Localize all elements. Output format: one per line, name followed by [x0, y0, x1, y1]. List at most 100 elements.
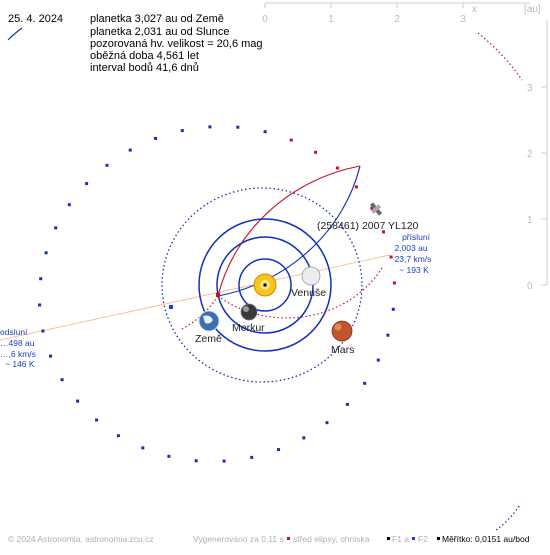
orbit-point — [382, 230, 385, 234]
orbit-point — [363, 381, 367, 385]
perihelion-label: přísluní — [402, 232, 431, 242]
orbit-point — [38, 303, 42, 307]
orbit-point — [345, 402, 349, 406]
top-tick-label: 3 — [460, 14, 466, 25]
mars-icon — [331, 320, 353, 342]
focus-f2-marker — [169, 305, 173, 309]
orbit-point — [370, 206, 374, 210]
orbit-point — [325, 421, 329, 425]
orbit-point — [389, 255, 393, 259]
legend-f1-swatch — [387, 537, 390, 540]
orbit-point — [141, 446, 145, 450]
asteroid-label: (258461) 2007 YL120 — [317, 220, 419, 232]
orbit-point — [54, 226, 58, 230]
mercury-label: Merkur — [232, 322, 265, 334]
orbit-point — [376, 358, 380, 362]
earth-clouds — [203, 315, 213, 324]
mars-orbit — [161, 187, 363, 383]
right-tick-label: 3 — [527, 83, 533, 94]
aphelion-label: odsluní — [0, 327, 28, 337]
orbit-point — [335, 166, 339, 170]
footer-legend-f1: F1 a — [392, 534, 410, 544]
venus-icon — [301, 266, 321, 286]
orbit-point — [302, 436, 306, 440]
top-axis-label: x — [472, 4, 477, 15]
sun-center-marker — [263, 283, 267, 287]
aphelion-distance: …498 au — [0, 338, 35, 348]
orbit-point — [128, 148, 132, 152]
outer-orbit-arc — [495, 504, 521, 531]
date-label: 25. 4. 2024 — [8, 13, 64, 25]
aphelion-speed: …,6 km/s — [0, 349, 36, 359]
mercury-icon — [240, 303, 258, 321]
orbit-point — [208, 125, 212, 129]
perihelion-temp: ~ 193 K — [399, 265, 429, 275]
orbit-point — [314, 150, 318, 154]
legend-center-swatch — [287, 537, 290, 540]
orbit-point — [154, 136, 157, 140]
orbit-point — [167, 454, 171, 458]
footer-legend-f2: F2 — [418, 534, 428, 544]
orbit-point — [392, 281, 396, 285]
footer-copyright: © 2024 Astronomia, astronomia.zcu.cz — [8, 534, 154, 544]
mercury-highlight — [243, 306, 249, 312]
perihelion-distance: 2,003 au — [394, 243, 427, 253]
info-line: planetka 3,027 au od Země — [90, 13, 224, 25]
orbit-point — [386, 333, 390, 337]
asteroid-orbit-below-ecliptic — [217, 267, 383, 319]
mars-highlight — [334, 323, 342, 331]
ellipse-center-marker — [216, 293, 220, 297]
orbit-point-markers — [38, 125, 396, 463]
orbit-point — [222, 459, 226, 463]
top-tick-label: 2 — [394, 14, 400, 25]
venus-label: Venuše — [291, 287, 326, 299]
info-line: pozorovaná hv. velikost = 20,6 mag — [90, 38, 263, 50]
orbit-point — [236, 125, 240, 129]
footer-generated: Vygenerováno za 0,11 s — [193, 534, 284, 544]
legend-f2-swatch — [412, 537, 415, 540]
top-tick-label: 1 — [328, 14, 334, 25]
orbit-point — [60, 378, 64, 382]
footer-scale: Měřítko: 0,0151 au/bod — [442, 534, 530, 544]
aphelion-temp: ~ 146 K — [5, 359, 35, 369]
axis-unit: [au] — [524, 4, 541, 15]
orbit-point — [263, 130, 267, 134]
orbit-point — [85, 182, 89, 186]
right-tick-label: 2 — [527, 149, 533, 160]
info-line: oběžná doba 4,561 let — [90, 50, 199, 62]
orbit-point — [250, 455, 254, 459]
orbit-point — [391, 307, 395, 311]
right-tick-label: 0 — [527, 281, 533, 292]
orbit-point — [180, 129, 184, 133]
outer-orbit-arc — [477, 32, 523, 81]
orbit-point — [95, 418, 99, 422]
orbit-point — [44, 251, 48, 255]
perihelion-speed: 23,7 km/s — [395, 254, 432, 264]
outer-orbit-arc — [7, 27, 23, 41]
top-tick-label: 0 — [262, 14, 268, 25]
apsidal-line — [0, 254, 391, 341]
asteroid-orbit-blue — [217, 165, 361, 297]
legend-scale-swatch — [437, 537, 440, 540]
orbit-point — [194, 459, 198, 463]
orbit-point — [39, 277, 43, 281]
orbit-point — [289, 138, 293, 142]
mars-label: Mars — [331, 344, 354, 356]
orbit-point — [116, 434, 120, 438]
earth-label: Země — [195, 333, 222, 345]
orbit-point — [41, 329, 45, 333]
mercury-orbit — [238, 258, 292, 312]
footer-legend-center: střed elipsy, ohniska — [293, 534, 370, 544]
orbit-point — [49, 354, 52, 358]
asteroid-icon — [369, 202, 383, 216]
earth-orbit — [198, 218, 332, 352]
asteroid-orbit-red — [217, 165, 361, 297]
orbit-point — [105, 163, 109, 167]
orbit-point — [67, 203, 71, 207]
info-line: interval bodů 41,6 dnů — [90, 62, 199, 74]
orbit-point — [277, 448, 280, 452]
orbit-point — [354, 185, 358, 189]
info-line: planetka 2,031 au od Slunce — [90, 26, 230, 38]
